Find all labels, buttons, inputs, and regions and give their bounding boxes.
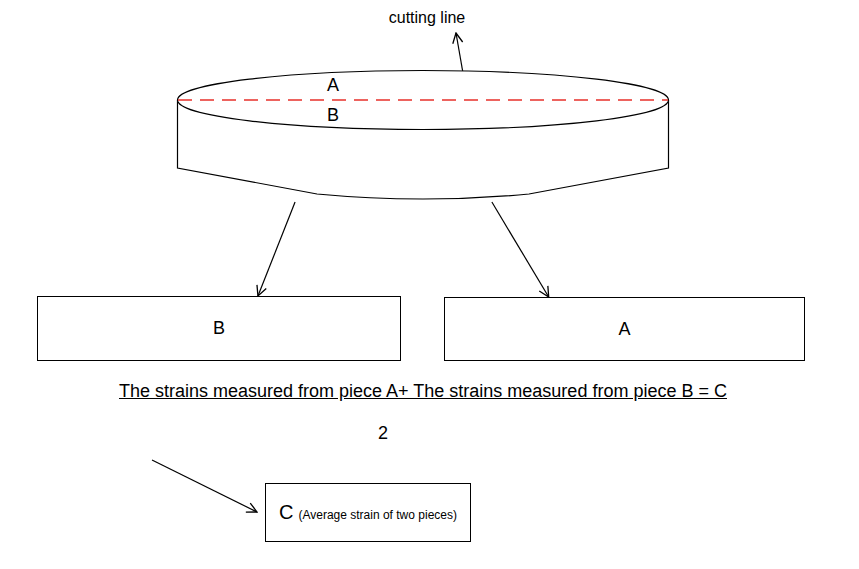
box-content: A (618, 319, 630, 340)
box-content: B (213, 318, 225, 339)
specimen-disc: AB (177, 70, 669, 202)
box-note: (Average strain of two pieces) (298, 508, 457, 522)
result-box: C (Average strain of two pieces) (265, 483, 471, 542)
disc-top (178, 71, 669, 130)
half-label: A (327, 75, 339, 96)
leader-arrow (152, 460, 257, 512)
box-content: C (Average strain of two pieces) (279, 501, 457, 524)
callout-label: cutting line (389, 9, 466, 27)
piece-box: A (444, 297, 805, 361)
flow-arrow (492, 202, 549, 297)
formula-text: The strains measured from piece A+ The s… (119, 381, 727, 402)
half-label: B (327, 105, 339, 126)
box-title: C (279, 501, 293, 524)
flow-arrow (258, 202, 295, 296)
box-title: B (213, 318, 225, 339)
cutting-line (178, 99, 668, 101)
box-title: A (618, 319, 630, 340)
formula-denominator: 2 (378, 423, 388, 444)
disc-outline (177, 70, 669, 202)
connector-group (258, 202, 549, 297)
piece-box: B (37, 296, 401, 361)
